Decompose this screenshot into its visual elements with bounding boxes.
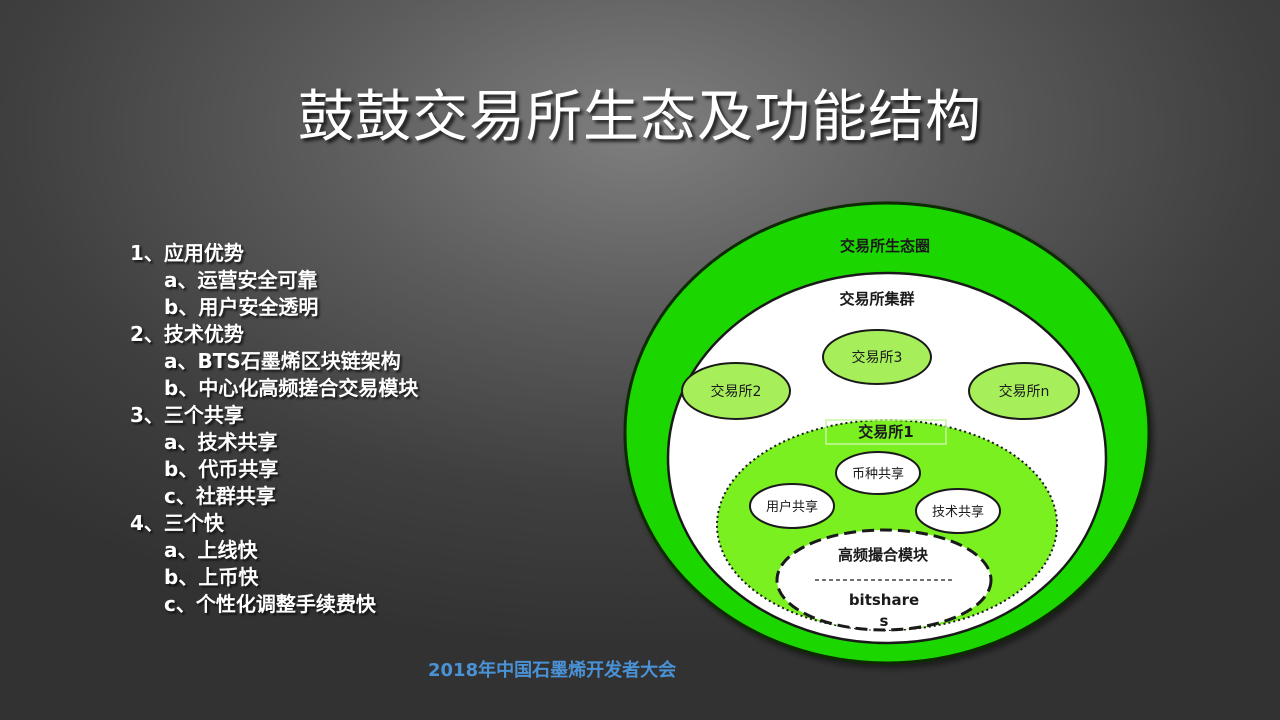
share-bubble-user	[749, 483, 835, 529]
ecosystem-label: 交易所生态圈	[840, 237, 930, 255]
feature-heading: 3、三个共享	[130, 403, 244, 427]
feature-item: b、中心化高频搓合交易模块	[164, 376, 419, 400]
exchange-bubble-2	[681, 362, 791, 420]
engine-label-line2: s	[880, 612, 889, 630]
feature-item: a、技术共享	[164, 430, 278, 454]
engine-label-line1: bitshare	[849, 591, 919, 609]
feature-item: a、BTS石墨烯区块链架构	[164, 349, 401, 373]
exchange-label: 交易所2	[711, 383, 762, 400]
matching-module-label: 高频撮合模块	[838, 546, 929, 564]
exchange-label: 交易所n	[999, 383, 1050, 400]
page-title: 鼓鼓交易所生态及功能结构	[298, 85, 982, 150]
share-bubble-currency	[835, 451, 921, 495]
feature-item: c、社群共享	[164, 484, 276, 508]
feature-list: 1、应用优势 a、运营安全可靠 b、用户安全透明 2、技术优势 a、BTS石墨烯…	[130, 240, 418, 618]
share-label: 币种共享	[852, 466, 904, 482]
feature-heading: 1、应用优势	[130, 241, 244, 265]
feature-section-3: 3、三个共享 a、技术共享 b、代币共享 c、社群共享	[130, 402, 418, 510]
feature-heading: 2、技术优势	[130, 322, 244, 346]
feature-item: b、用户安全透明	[164, 295, 319, 319]
feature-item: a、运营安全可靠	[164, 268, 318, 292]
feature-item: a、上线快	[164, 538, 258, 562]
share-label: 用户共享	[766, 499, 818, 515]
feature-section-1: 1、应用优势 a、运营安全可靠 b、用户安全透明	[130, 240, 418, 321]
share-label: 技术共享	[932, 504, 984, 520]
share-bubble-tech	[915, 488, 1001, 534]
feature-heading: 4、三个快	[130, 511, 224, 535]
exchange1-label-box	[825, 419, 947, 445]
matching-module	[775, 528, 993, 632]
feature-item: c、个性化调整手续费快	[164, 592, 376, 616]
exchange-bubble-n	[968, 362, 1080, 420]
footer-text: 2018年中国石墨烯开发者大会	[428, 660, 677, 681]
feature-item: b、代币共享	[164, 457, 279, 481]
exchange1-label: 交易所1	[858, 423, 913, 441]
cluster-label: 交易所集群	[839, 290, 914, 308]
feature-section-2: 2、技术优势 a、BTS石墨烯区块链架构 b、中心化高频搓合交易模块	[130, 321, 418, 402]
feature-section-4: 4、三个快 a、上线快 b、上币快 c、个性化调整手续费快	[130, 510, 418, 618]
exchange-label: 交易所3	[852, 349, 903, 366]
feature-item: b、上币快	[164, 565, 259, 589]
exchange-bubble-3	[822, 329, 932, 385]
